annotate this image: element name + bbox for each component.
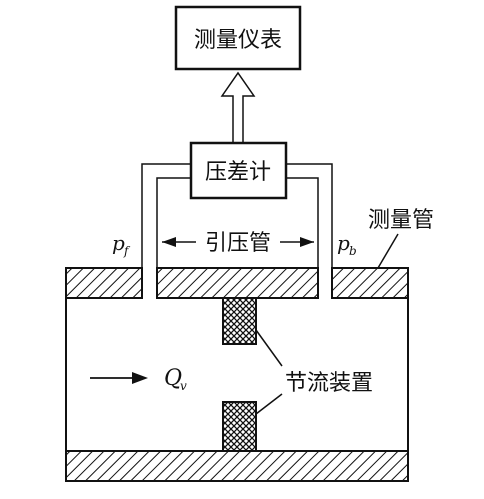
meter-label: 测量仪表 [194, 28, 282, 53]
hollow-up-arrow-icon [220, 71, 256, 143]
impulse-pipe-dimension: 引压管 [162, 231, 314, 256]
throttling-device-label: 节流装置 [285, 371, 373, 396]
pf-label: p f [112, 231, 131, 258]
flow-indicator: Q v [90, 366, 187, 393]
pipe-top-wall [65, 267, 409, 299]
pb-label: p b [337, 231, 357, 258]
dp-gauge-label: 压差计 [205, 160, 271, 185]
measuring-pipe-label: 测量管 [368, 208, 434, 233]
impulse-pipe-label: 引压管 [205, 231, 271, 256]
dp-gauge-box: 压差计 [189, 141, 288, 200]
meter-box: 测量仪表 [174, 5, 302, 71]
throttling-device-callout: 节流装置 [255, 329, 373, 415]
svg-text:p: p [112, 231, 125, 255]
orifice-lower [222, 401, 257, 452]
flow-label: Q [164, 366, 182, 391]
impulse-pipes [141, 163, 333, 298]
orifice-upper [222, 297, 257, 345]
svg-text:f: f [123, 244, 131, 258]
measuring-pipe-callout: 测量管 [368, 208, 434, 269]
pipe-bottom-wall [65, 450, 409, 482]
svg-text:p: p [337, 231, 350, 255]
svg-text:v: v [180, 379, 187, 393]
svg-text:b: b [349, 244, 357, 258]
